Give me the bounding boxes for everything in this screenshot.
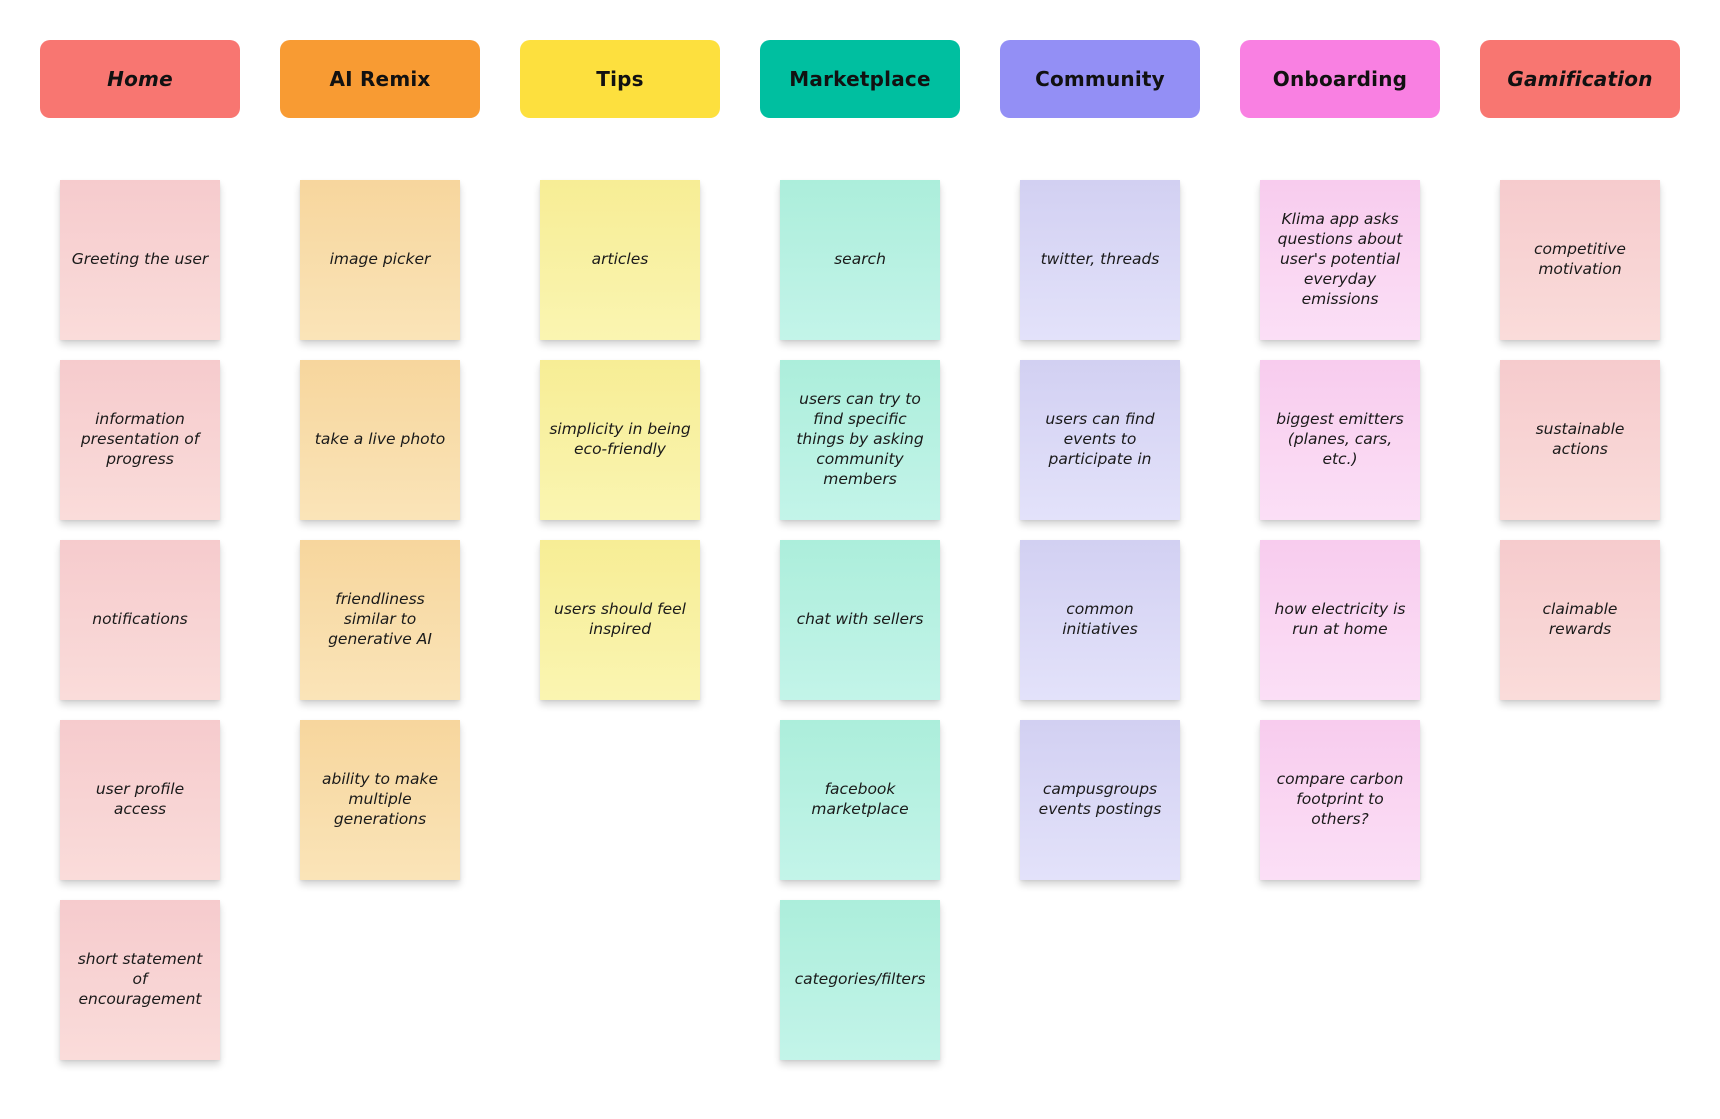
column-header-ai-remix[interactable]: AI Remix [280, 40, 480, 118]
sticky-note-text: ability to make multiple generations [321, 770, 439, 828]
column-title: Gamification [1507, 67, 1653, 91]
sticky-note-text: biggest emitters (planes, cars, etc.) [1276, 410, 1404, 468]
sticky-note-text: simplicity in being eco-friendly [549, 420, 691, 458]
sticky-note-text: users should feel inspired [554, 600, 686, 638]
sticky-note-text: search [834, 250, 886, 269]
board-column-community: Community twitter, threads users can fin… [1000, 40, 1200, 1079]
sticky-note[interactable]: users should feel inspired [540, 540, 700, 700]
sticky-note[interactable]: user profile access [60, 720, 220, 880]
sticky-note-text: claimable rewards [1542, 600, 1618, 638]
board-column-tips: Tips articles simplicity in being eco-fr… [520, 40, 720, 1079]
sticky-note-text: users can find events to participate in [1045, 410, 1155, 468]
column-notes: image picker take a live photo friendlin… [280, 180, 480, 880]
sticky-note[interactable]: common initiatives [1020, 540, 1180, 700]
sticky-note[interactable]: compare carbon footprint to others? [1260, 720, 1420, 880]
column-header-community[interactable]: Community [1000, 40, 1200, 118]
column-header-onboarding[interactable]: Onboarding [1240, 40, 1440, 118]
sticky-note[interactable]: image picker [300, 180, 460, 340]
sticky-note-text: user profile access [95, 780, 185, 818]
sticky-note[interactable]: facebook marketplace [780, 720, 940, 880]
column-title: Tips [596, 67, 644, 91]
sticky-note-text: common initiatives [1062, 600, 1138, 638]
sticky-note[interactable]: notifications [60, 540, 220, 700]
sticky-note-text: Greeting the user [71, 250, 209, 269]
sticky-note[interactable]: users can try to find specific things by… [780, 360, 940, 520]
sticky-note-text: image picker [329, 250, 431, 269]
column-header-tips[interactable]: Tips [520, 40, 720, 118]
column-title: Onboarding [1272, 67, 1408, 91]
sticky-note[interactable]: campusgroups events postings [1020, 720, 1180, 880]
column-title: AI Remix [329, 67, 431, 91]
sticky-note[interactable]: biggest emitters (planes, cars, etc.) [1260, 360, 1420, 520]
sticky-note-text: compare carbon footprint to others? [1276, 770, 1404, 828]
sticky-note[interactable]: short statement of encouragement [60, 900, 220, 1060]
column-notes: Klima app asks questions about user's po… [1240, 180, 1440, 880]
column-title: Marketplace [789, 67, 931, 91]
column-title: Home [107, 67, 173, 91]
sticky-note-text: short statement of encouragement [77, 950, 203, 1008]
sticky-note[interactable]: how electricity is run at home [1260, 540, 1420, 700]
sticky-note[interactable]: users can find events to participate in [1020, 360, 1180, 520]
sticky-note[interactable]: ability to make multiple generations [300, 720, 460, 880]
column-notes: Greeting the user information presentati… [40, 180, 240, 1060]
column-title: Community [1035, 67, 1165, 91]
sticky-note-text: sustainable actions [1535, 420, 1625, 458]
sticky-note-text: campusgroups events postings [1038, 780, 1162, 818]
sticky-note[interactable]: simplicity in being eco-friendly [540, 360, 700, 520]
sticky-note-text: how electricity is run at home [1274, 600, 1406, 638]
sticky-note[interactable]: claimable rewards [1500, 540, 1660, 700]
sticky-note-text: chat with sellers [796, 610, 924, 629]
sticky-note-text: twitter, threads [1040, 250, 1160, 269]
sticky-note-text: take a live photo [314, 430, 446, 449]
sticky-note-text: friendliness similar to generative AI [328, 590, 432, 648]
column-notes: competitive motivation sustainable actio… [1480, 180, 1680, 700]
board-column-gamification: Gamification competitive motivation sust… [1480, 40, 1680, 1079]
sticky-note[interactable]: chat with sellers [780, 540, 940, 700]
sticky-note[interactable]: take a live photo [300, 360, 460, 520]
sticky-note[interactable]: friendliness similar to generative AI [300, 540, 460, 700]
sticky-note-text: information presentation of progress [80, 410, 200, 468]
board-column-onboarding: Onboarding Klima app asks questions abou… [1240, 40, 1440, 1079]
sticky-note-text: articles [591, 250, 649, 269]
sticky-note-text: users can try to find specific things by… [796, 390, 924, 488]
column-header-marketplace[interactable]: Marketplace [760, 40, 960, 118]
column-notes: search users can try to find specific th… [760, 180, 960, 1060]
sticky-note[interactable]: categories/filters [780, 900, 940, 1060]
sticky-note-text: Klima app asks questions about user's po… [1277, 210, 1403, 308]
board-column-home: Home Greeting the user information prese… [40, 40, 240, 1079]
board-column-ai-remix: AI Remix image picker take a live photo … [280, 40, 480, 1079]
column-header-home[interactable]: Home [40, 40, 240, 118]
sticky-note[interactable]: articles [540, 180, 700, 340]
board-column-marketplace: Marketplace search users can try to find… [760, 40, 960, 1079]
sticky-note[interactable]: competitive motivation [1500, 180, 1660, 340]
sticky-note-text: competitive motivation [1534, 240, 1626, 278]
sticky-note[interactable]: Klima app asks questions about user's po… [1260, 180, 1420, 340]
sticky-note-text: facebook marketplace [811, 780, 909, 818]
sticky-note[interactable]: search [780, 180, 940, 340]
column-header-gamification[interactable]: Gamification [1480, 40, 1680, 118]
sticky-note-text: notifications [92, 610, 188, 629]
sticky-note[interactable]: Greeting the user [60, 180, 220, 340]
sticky-note-text: categories/filters [794, 970, 926, 989]
sticky-note[interactable]: sustainable actions [1500, 360, 1660, 520]
sticky-note[interactable]: information presentation of progress [60, 360, 220, 520]
column-notes: twitter, threads users can find events t… [1000, 180, 1200, 880]
column-notes: articles simplicity in being eco-friendl… [520, 180, 720, 700]
sticky-note[interactable]: twitter, threads [1020, 180, 1180, 340]
